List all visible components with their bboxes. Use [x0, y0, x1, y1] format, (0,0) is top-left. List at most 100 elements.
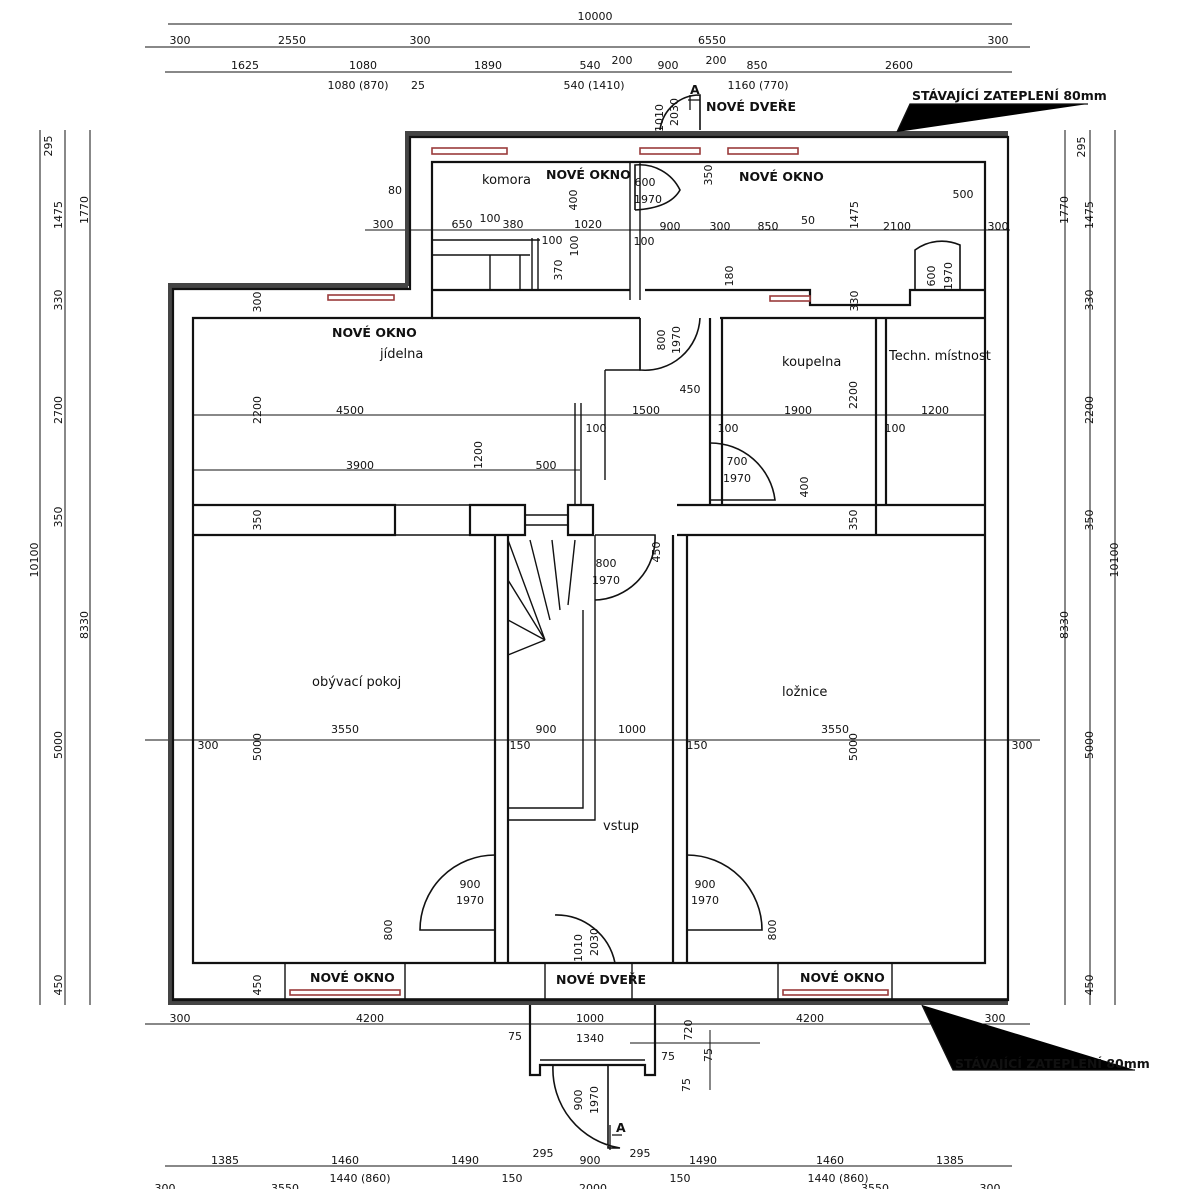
dimension-label-right: 1475	[1083, 201, 1096, 229]
dimension-label-interior: 380	[503, 218, 524, 231]
doors	[419, 94, 961, 1149]
dimension-label-bottom: 75	[702, 1048, 715, 1062]
insulation-strip	[405, 131, 410, 286]
dimension-label-interior: 50	[801, 214, 815, 227]
note-new-door: NOVÉ DVEŘE	[706, 99, 796, 114]
insulation-strip	[405, 131, 1008, 137]
dimension-label-interior: 350	[251, 510, 264, 531]
dimension-label-interior: 800	[382, 920, 395, 941]
dimension-label-interior: 300	[373, 218, 394, 231]
dimension-label-top: 1160 (770)	[727, 79, 788, 92]
dimension-label-interior: 1000	[618, 723, 646, 736]
dimension-label-interior: 1970	[723, 472, 751, 485]
insulation-leader	[921, 1004, 1135, 1071]
dimension-label-interior: 330	[848, 291, 861, 312]
window	[289, 989, 401, 996]
dimension-label-interior: 180	[723, 266, 736, 287]
dimension-label-interior: 100	[542, 234, 563, 247]
dimension-label-top: 200	[612, 54, 633, 67]
dimension-label-left: 295	[42, 136, 55, 157]
dimension-label-bottom: 1440 (860)	[807, 1172, 868, 1185]
dimension-label-bottom: 300	[985, 1012, 1006, 1025]
dimension-lines	[39, 23, 1116, 1167]
dimension-label-bottom: 1460	[331, 1154, 359, 1167]
dimension-label-interior: 1970	[691, 894, 719, 907]
hall-walls	[493, 535, 689, 963]
walls	[168, 131, 1010, 1077]
dimension-label-interior: 100	[634, 235, 655, 248]
dimension-label-top: 10000	[578, 10, 613, 23]
dimension-label-interior: 1970	[942, 262, 955, 290]
dimension-label-interior: 5000	[251, 733, 264, 761]
dimension-label-top: 2550	[278, 34, 306, 47]
dimension-label-interior: 1200	[472, 441, 485, 469]
room-label-komora: komora	[482, 173, 531, 188]
dimension-label-interior: 850	[758, 220, 779, 233]
dimension-label-interior: 800	[596, 557, 617, 570]
note-new-window: NOVÉ OKNO	[332, 325, 417, 340]
dimension-label-interior: 3900	[346, 459, 374, 472]
dimension-label-interior: 2200	[847, 381, 860, 409]
dimension-label-interior: 3550	[331, 723, 359, 736]
dimension-label-interior: 900	[695, 878, 716, 891]
dimension-label-bottom: 1340	[576, 1032, 604, 1045]
dimension-label-interior: 1970	[588, 1086, 601, 1114]
door-swing	[594, 534, 656, 601]
dimension-label-interior: 100	[586, 422, 607, 435]
dimension-label-bottom: 150	[670, 1172, 691, 1185]
dimension-label-interior: 150	[687, 739, 708, 752]
dimension-label-top: 200	[706, 54, 727, 67]
dimension-label-bottom: 3550	[271, 1182, 299, 1189]
stair-treads	[507, 539, 576, 656]
insulation-strip	[168, 998, 1008, 1005]
dimension-label-interior: 370	[552, 260, 565, 281]
dimension-label-interior: 900	[536, 723, 557, 736]
room-labels: komora jídelna koupelna Techn. místnost …	[312, 173, 991, 834]
door-swing	[709, 442, 776, 501]
dimension-label-interior: 1020	[574, 218, 602, 231]
dimension-label-bottom: 720	[682, 1020, 695, 1041]
dimension-label-bottom: 295	[533, 1147, 554, 1160]
dimension-label-interior: 350	[702, 165, 715, 186]
dimension-label-right: 1770	[1058, 196, 1071, 224]
bathroom-walls	[708, 318, 888, 505]
notes: NOVÉ OKNO NOVÉ OKNO NOVÉ OKNO NOVÉ OKNO …	[310, 82, 1150, 1135]
door-swing	[659, 94, 701, 131]
dimension-label-interior: 80	[388, 184, 402, 197]
dimension-label-interior: 400	[798, 477, 811, 498]
dimension-label-interior: 2100	[883, 220, 911, 233]
dimension-label-interior: 900	[460, 878, 481, 891]
dimension-label-interior: 1500	[632, 404, 660, 417]
dimension-label-top: 540 (1410)	[563, 79, 624, 92]
note-new-window: NOVÉ OKNO	[546, 167, 631, 182]
dimension-label-right: 330	[1083, 290, 1096, 311]
dimension-label-left: 10100	[28, 543, 41, 578]
dimension-label-top: 1625	[231, 59, 259, 72]
dimension-label-left: 330	[52, 290, 65, 311]
room-label-jidelna: jídelna	[379, 347, 423, 362]
dimension-label-interior: 450	[251, 975, 264, 996]
door-swing	[419, 854, 496, 931]
dimension-label-bottom: 4200	[796, 1012, 824, 1025]
dimension-label-top: 6550	[698, 34, 726, 47]
section-mark: A	[616, 1120, 626, 1135]
leaders	[609, 95, 1135, 1150]
note-new-window: NOVÉ OKNO	[739, 169, 824, 184]
dimension-label-interior: 350	[847, 510, 860, 531]
dimension-label-interior: 450	[680, 383, 701, 396]
dimension-label-top: 300	[410, 34, 431, 47]
dimension-label-right: 295	[1075, 137, 1088, 158]
dimension-label-interior: 5000	[847, 733, 860, 761]
dimension-label-bottom: 1460	[816, 1154, 844, 1167]
dimension-label-interior: 600	[925, 266, 938, 287]
dimension-label-interior: 1970	[670, 326, 683, 354]
dimension-label-bottom: 75	[680, 1078, 693, 1092]
note-insulation: STÁVAJÍCÍ ZATEPLENÍ 80mm	[912, 88, 1107, 103]
window	[769, 295, 811, 302]
dimension-label-left: 1475	[52, 201, 65, 229]
insulation-strip	[168, 283, 173, 1005]
dimension-label-top: 540	[580, 59, 601, 72]
dimension-label-interior: 700	[727, 455, 748, 468]
